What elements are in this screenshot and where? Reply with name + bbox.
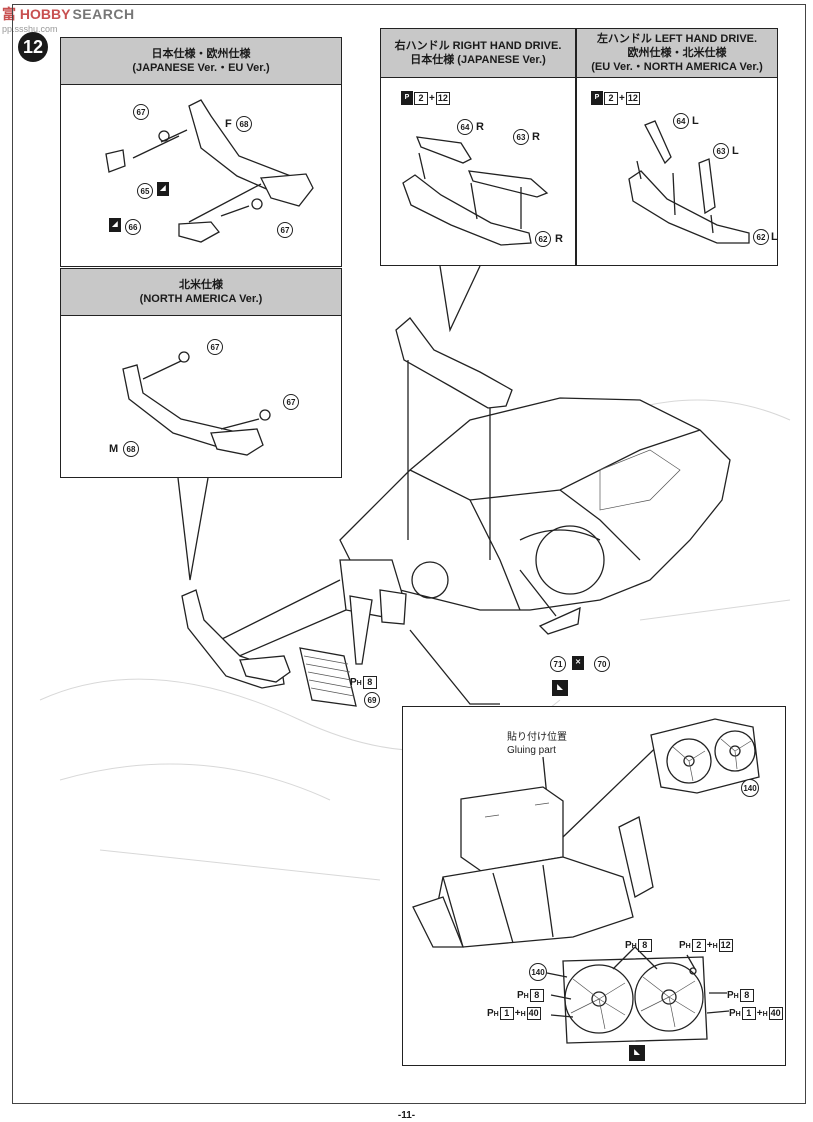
gluing-label-jp: 貼り付け位置 xyxy=(507,732,567,743)
paint-label-69: PH xyxy=(350,677,362,688)
paint-code-8-69: 8 xyxy=(362,676,377,689)
page-number: -11- xyxy=(397,1110,416,1121)
panel-na-header: 北米仕様 (NORTH AMERICA Ver.) xyxy=(61,269,341,316)
paint-code-12: 12 xyxy=(435,91,450,105)
paint-code-40-right: 40 xyxy=(768,1007,783,1020)
part-66-marker: 66 xyxy=(125,219,141,235)
paint-ref-rhd: P 2 + 12 xyxy=(401,91,450,105)
part-62r-suffix: R xyxy=(555,233,563,245)
paint-code-8-left: 8 xyxy=(529,989,544,1002)
cement-icon-71: ◣ xyxy=(552,680,568,696)
panel-rhd-title-2: 日本仕様 (JAPANESE Ver.) xyxy=(410,54,546,66)
paint-plus: + xyxy=(429,92,435,104)
panel-na: 北米仕様 (NORTH AMERICA Ver.) 67 67 M 68 xyxy=(60,268,342,478)
part-140-marker: 140 xyxy=(741,779,759,797)
paint-ref-8-right: PH 8 xyxy=(727,989,754,1002)
page-frame xyxy=(12,4,806,1104)
watermark-url: pp.ssshu.com xyxy=(2,24,58,34)
part-62l-marker: 62 xyxy=(753,229,769,245)
paint-ref-lhd: P 2 + 12 xyxy=(591,91,640,105)
hardener-icon: ✕ xyxy=(572,656,584,670)
part-63r-marker: 63 xyxy=(513,129,529,145)
bumper-jp-eu-drawing xyxy=(105,99,314,243)
paint-code-8-right: 8 xyxy=(739,989,754,1002)
paint-ref-1-40-left: PH 1 +H 40 xyxy=(487,1007,541,1020)
step-number-badge: 12 xyxy=(18,32,48,62)
panel-fan-detail: 貼り付け位置 Gluing part 140 140 xyxy=(402,706,786,1066)
panel-na-title-jp: 北米仕様 xyxy=(179,279,223,291)
panel-lhd-title-1: 左ハンドル LEFT HAND DRIVE. xyxy=(596,33,758,45)
watermark-suffix: SEARCH xyxy=(72,6,135,22)
paint-ref-8-left: PH 8 xyxy=(517,989,544,1002)
panel-rhd-title-1: 右ハンドル RIGHT HAND DRIVE. xyxy=(394,40,562,52)
cowl-rhd-drawing xyxy=(402,136,549,246)
panel-na-title-en: (NORTH AMERICA Ver.) xyxy=(139,293,263,305)
paint-code-12-fan: 12 xyxy=(718,939,733,952)
fan-detail-drawing xyxy=(412,718,760,1044)
paint-code-1-right: 1 xyxy=(741,1007,756,1020)
paint-icon-lhd: P xyxy=(591,91,603,105)
part-64r-suffix: R xyxy=(476,121,484,133)
part-70-marker: 70 xyxy=(594,656,610,672)
panel-lhd-header: 左ハンドル LEFT HAND DRIVE. 欧州仕様・北米仕様 (EU Ver… xyxy=(577,29,777,78)
part-68-marker: 68 xyxy=(236,116,252,132)
part-140-marker-2: 140 xyxy=(529,963,547,981)
paint-code-12-lhd: 12 xyxy=(625,91,640,105)
part-68-marker-na: 68 xyxy=(123,441,139,457)
gluing-label: 貼り付け位置 Gluing part xyxy=(507,731,567,757)
part-67-marker-na: 67 xyxy=(207,339,223,355)
cement-icon-2: ◢ xyxy=(109,218,121,232)
bumper-na-drawing xyxy=(122,351,271,456)
cement-icon: ◢ xyxy=(157,182,169,196)
cowl-lhd-drawing xyxy=(628,120,750,244)
part-63r-suffix: R xyxy=(532,131,540,143)
part-67-marker-2: 67 xyxy=(277,222,293,238)
watermark-brand: 富 HOBBY xyxy=(2,6,71,22)
panel-rhd-header: 右ハンドル RIGHT HAND DRIVE. 日本仕様 (JAPANESE V… xyxy=(381,29,575,78)
part-68-prefix-f: F xyxy=(225,118,232,130)
panel-jp-eu-header: 日本仕様・欧州仕様 (JAPANESE Ver.・EU Ver.) xyxy=(61,38,341,85)
paint-icon: P xyxy=(401,91,413,105)
paint-ref-69: PH 8 xyxy=(350,676,377,689)
paint-code-2-lhd: 2 xyxy=(604,91,618,105)
part-65-marker: 65 xyxy=(137,183,153,199)
paint-code-2-fan: 2 xyxy=(691,939,706,952)
part-63l-marker: 63 xyxy=(713,143,729,159)
part-62l-suffix: L xyxy=(771,231,778,243)
panel-jp-eu-title-en: (JAPANESE Ver.・EU Ver.) xyxy=(132,62,270,74)
panel-rhd: 右ハンドル RIGHT HAND DRIVE. 日本仕様 (JAPANESE V… xyxy=(380,28,576,266)
panel-lhd: 左ハンドル LEFT HAND DRIVE. 欧州仕様・北米仕様 (EU Ver… xyxy=(576,28,778,266)
part-68-prefix-m: M xyxy=(109,443,119,455)
paint-code-8-top: 8 xyxy=(637,939,652,952)
part-64l-marker: 64 xyxy=(673,113,689,129)
panel-lhd-title-3: (EU Ver.・NORTH AMERICA Ver.) xyxy=(591,61,763,73)
gluing-label-en: Gluing part xyxy=(507,745,556,756)
paint-plus-lhd: + xyxy=(619,92,625,104)
panel-jp-eu-title-jp: 日本仕様・欧州仕様 xyxy=(151,48,251,60)
part-71-marker: 71 xyxy=(550,656,566,672)
part-64r-marker: 64 xyxy=(457,119,473,135)
paint-ref-2-12: PH 2 +H 12 xyxy=(679,939,733,952)
paint-ref-1-40-right: PH 1 +H 40 xyxy=(729,1007,783,1020)
paint-code-40-left: 40 xyxy=(526,1007,541,1020)
part-64l-suffix: L xyxy=(692,115,699,127)
part-62r-marker: 62 xyxy=(535,231,551,247)
panel-lhd-title-2: 欧州仕様・北米仕様 xyxy=(627,47,727,59)
part-63l-suffix: L xyxy=(732,145,739,157)
paint-ref-8-top: PH 8 xyxy=(625,939,652,952)
part-69-marker: 69 xyxy=(364,692,380,708)
paint-code-2: 2 xyxy=(414,91,428,105)
part-67-marker-na-2: 67 xyxy=(283,394,299,410)
paint-code-1-left: 1 xyxy=(499,1007,514,1020)
panel-jp-eu: 日本仕様・欧州仕様 (JAPANESE Ver.・EU Ver.) 67 F 6… xyxy=(60,37,342,267)
part-67-marker: 67 xyxy=(133,104,149,120)
cement-icon-fan: ◣ xyxy=(629,1045,645,1061)
